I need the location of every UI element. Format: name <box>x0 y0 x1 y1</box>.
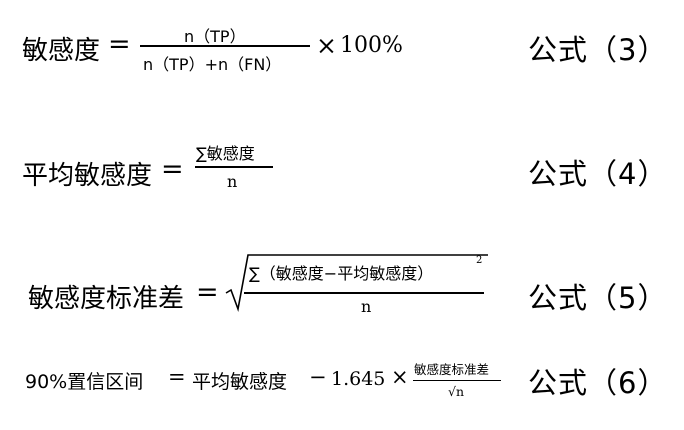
formula-6-equals: = <box>168 365 186 389</box>
formula-4-lhs: 平均敏感度 <box>22 161 153 191</box>
formula-5-lhs: 敏感度标准差 <box>28 284 185 314</box>
formula-6-denominator: √n <box>448 384 465 399</box>
formula-5-equals: = <box>196 277 219 308</box>
formula-6-term: 平均敏感度 <box>192 371 288 393</box>
formula-5-denominator: n <box>361 297 372 316</box>
formula-6: 90%置信区间 = 平均敏感度 − 1.645 × 敏感度标准差 √n 公式（6… <box>0 345 684 425</box>
formula-6-numerator: 敏感度标准差 <box>414 362 490 377</box>
formula-5: 敏感度标准差 = ∑（敏感度−平均敏感度） 2 n 公式（5） <box>0 240 684 340</box>
formula-3-denominator: n（TP）+n（FN） <box>143 55 282 74</box>
formula-4-tag: 公式（4） <box>528 157 668 191</box>
formula-6-lhs: 90%置信区间 <box>25 371 144 393</box>
formula-6-coefficient: 1.645 <box>331 368 386 390</box>
formula-3-times: × <box>316 31 337 60</box>
formula-6-tag: 公式（6） <box>528 366 668 400</box>
formula-4-numerator: ∑敏感度 <box>196 144 255 163</box>
formula-4-equals: = <box>161 154 184 185</box>
formula-6-minus: − <box>309 365 327 389</box>
formula-5-fraction-bar <box>244 292 484 294</box>
formula-3-fraction-bar <box>140 45 310 47</box>
formula-4-fraction-bar <box>195 166 273 168</box>
formula-5-numerator: ∑（敏感度−平均敏感度） <box>249 264 434 283</box>
formula-5-radical <box>225 254 488 313</box>
formula-3-percent: 100% <box>340 33 403 58</box>
formula-6-fraction-bar <box>413 380 501 382</box>
formula-6-times: × <box>391 365 409 389</box>
formula-5-exponent: 2 <box>476 255 483 266</box>
formula-4: 平均敏感度 = ∑敏感度 n 公式（4） <box>0 120 684 220</box>
formula-3-tag: 公式（3） <box>528 33 668 67</box>
formula-3: 敏感度 = n（TP） n（TP）+n（FN） × 100% 公式（3） <box>0 0 684 90</box>
formula-4-denominator: n <box>227 172 238 191</box>
formula-3-numerator: n（TP） <box>184 27 246 46</box>
formula-5-tag: 公式（5） <box>528 281 668 315</box>
formula-3-lhs: 敏感度 <box>22 36 101 66</box>
formula-3-equals: = <box>108 29 131 60</box>
